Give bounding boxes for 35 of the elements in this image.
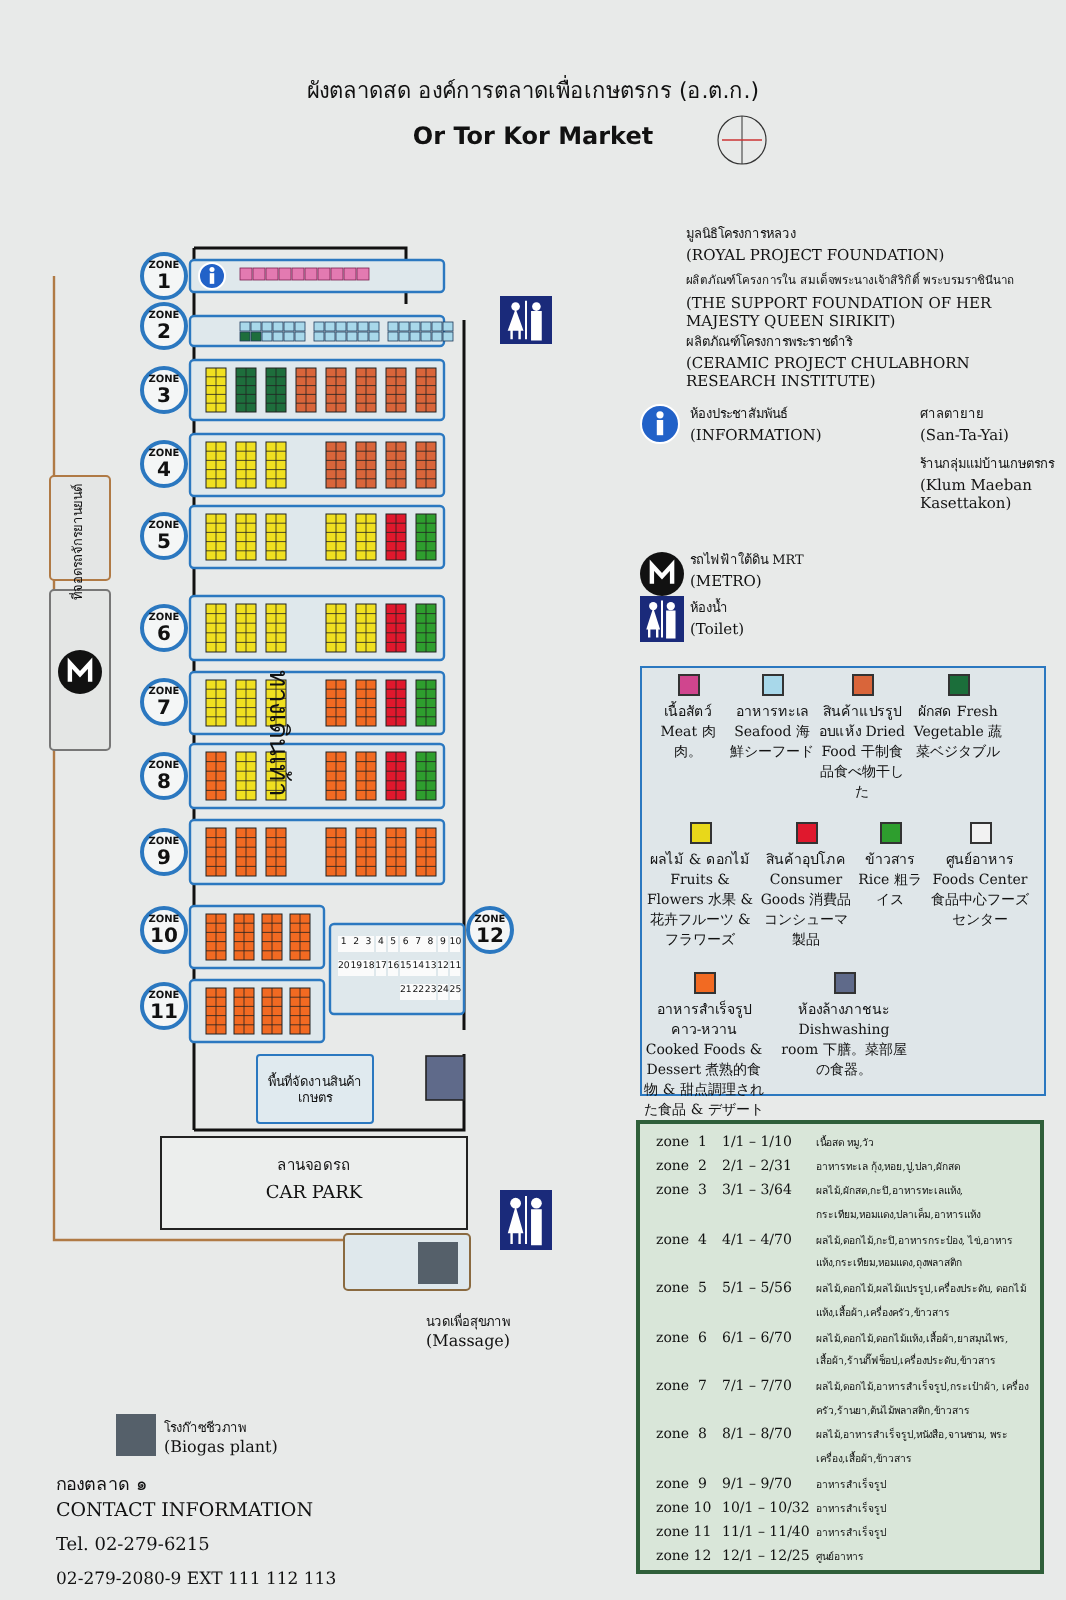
zone-number: 12	[474, 926, 506, 948]
area-label: CAR PARK	[263, 1184, 365, 1204]
icon-legend-label: (Biogas plant)	[164, 1438, 280, 1458]
zone-number: 5	[155, 532, 173, 554]
zone-badge	[140, 366, 188, 414]
zone-badge	[140, 752, 188, 800]
zone-number: 3	[155, 386, 173, 408]
contact-text: Tel. 02-279-6215	[56, 1534, 212, 1558]
zone-number: 1	[155, 272, 173, 294]
zone-number: 7	[155, 698, 173, 720]
zone-badge	[140, 302, 188, 350]
contact-text: 02-279-2080-9 EXT 111 112 113	[56, 1568, 339, 1592]
zone-number: 2	[155, 322, 173, 344]
zone-badge	[140, 252, 188, 300]
zone-number: 11	[148, 1002, 180, 1024]
zone-badge	[140, 440, 188, 488]
area-box	[256, 1054, 374, 1124]
contact-text: กองตลาด ๑	[56, 1474, 150, 1498]
subtitle: Or Tor Kor Market	[410, 126, 656, 146]
car-park-box	[160, 1136, 468, 1230]
icon-legend-label: (Massage)	[426, 1332, 513, 1352]
zone-badge	[140, 828, 188, 876]
zone-number: 8	[155, 772, 173, 794]
zone-badge	[140, 982, 188, 1030]
zone-badge	[140, 678, 188, 726]
zone-number: 9	[155, 848, 173, 870]
zone-badge	[140, 512, 188, 560]
zone-badge	[140, 604, 188, 652]
zone-number: 10	[148, 926, 180, 948]
title: ผังตลาดสด องค์การตลาดเพื่อเกษตรกร (อ.ต.ก.)	[304, 73, 762, 108]
zone-number: 6	[155, 624, 173, 646]
zone-badge	[140, 906, 188, 954]
zone-badge	[466, 906, 514, 954]
zone-number: 4	[155, 460, 173, 482]
contact-text: CONTACT INFORMATION	[56, 1500, 316, 1524]
